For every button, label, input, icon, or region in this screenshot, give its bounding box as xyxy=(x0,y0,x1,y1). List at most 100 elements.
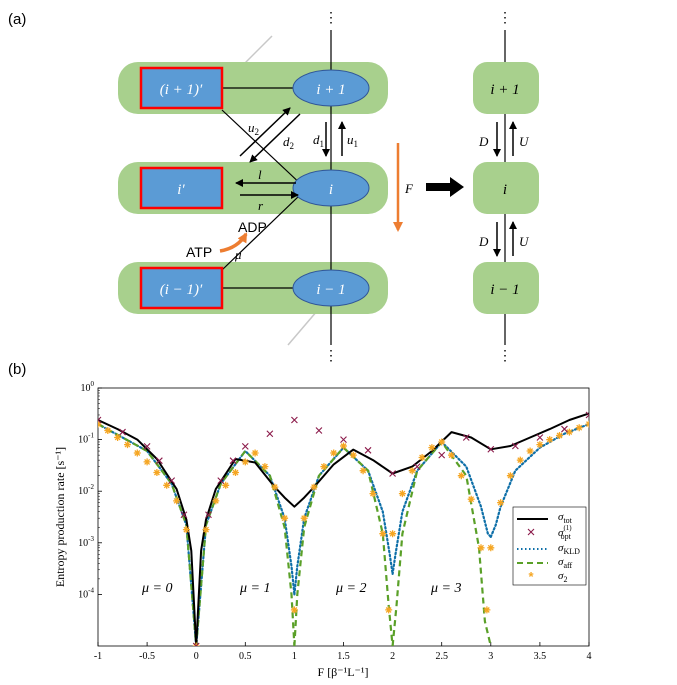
adp-label: ADP xyxy=(238,219,267,235)
x-tick-label: 0 xyxy=(194,651,199,662)
svg-text:σ2: σ2 xyxy=(558,570,567,584)
state-label-bottom: (i − 1)′ xyxy=(160,282,203,298)
sigma2-marker xyxy=(349,451,357,459)
opt-marker xyxy=(98,416,102,424)
opt-marker xyxy=(241,442,249,450)
r-label: r xyxy=(258,198,264,213)
site-ellipse-bottom xyxy=(292,269,370,307)
sigma2-marker xyxy=(182,526,190,534)
svg-text:σaff: σaff xyxy=(558,556,573,570)
d1-label: d1 xyxy=(313,132,324,149)
x-tick-label: 3.5 xyxy=(534,651,547,662)
series-dotted-segment-0 xyxy=(98,423,198,646)
sigma2-marker xyxy=(477,544,485,552)
opt-marker xyxy=(229,457,237,465)
sigma2-marker xyxy=(457,472,465,480)
sigma2-marker xyxy=(143,458,151,466)
force-label: F xyxy=(404,181,414,196)
opt-marker xyxy=(561,425,568,433)
y-tick-label: 100 xyxy=(81,380,95,394)
sigma2-marker xyxy=(467,495,475,503)
coarse-U-label-upper: U xyxy=(519,134,530,149)
site-ellipse-middle xyxy=(292,169,370,207)
x-tick-label: 1 xyxy=(292,651,297,662)
sigma2-marker xyxy=(487,544,495,552)
d2-arrow xyxy=(249,113,301,163)
sigma2-marker xyxy=(565,428,573,436)
mu-label-2: μ = 2 xyxy=(335,581,366,596)
x-tick-label: 0.5 xyxy=(239,651,252,662)
opt-marker xyxy=(205,511,212,519)
atp-label: ATP xyxy=(186,244,212,260)
sigma2-marker xyxy=(418,454,426,461)
panel-a-label: (a) xyxy=(8,11,26,28)
coarse-D-label-lower: D xyxy=(478,234,489,249)
coarse-site-top xyxy=(473,62,539,114)
site-label-top: i + 1 xyxy=(316,82,345,98)
opt-marker xyxy=(168,477,176,485)
l-label: l xyxy=(258,167,262,182)
mu-rate-label: μ xyxy=(234,247,242,262)
y-tick-label: 10-1 xyxy=(78,432,94,446)
x-tick-label: 2 xyxy=(390,651,395,662)
site-label-middle: i xyxy=(329,182,333,198)
sigma2-marker xyxy=(290,606,298,614)
opt-marker xyxy=(315,427,323,434)
sigma2-marker xyxy=(428,444,436,452)
state-label-top: (i + 1)′ xyxy=(160,82,203,98)
coarse-site-label-bottom: i − 1 xyxy=(490,282,519,298)
sigma2-marker xyxy=(483,606,491,614)
y-tick-label: 10-3 xyxy=(78,535,94,549)
coarse-U-label-lower: U xyxy=(519,234,530,249)
coarse-site-middle xyxy=(473,162,539,214)
sigma2-marker xyxy=(320,463,328,471)
x-tick-label: -0.5 xyxy=(139,651,155,662)
y-axis-label: Entropy production rate [s⁻¹] xyxy=(53,447,67,587)
sigma2-marker xyxy=(369,490,377,498)
coarse-site-bottom xyxy=(473,262,539,314)
opt-marker xyxy=(119,428,126,436)
state-box-bottom xyxy=(139,266,224,310)
series-dotted-segment-4 xyxy=(489,423,589,538)
coarse-ellipsis-bottom: ⋮ xyxy=(498,347,512,363)
legend-item-opt: σ(1)opt xyxy=(527,524,572,541)
sigma2-marker xyxy=(448,451,455,459)
series-dotted-segment-2 xyxy=(293,446,394,596)
sigma2-marker xyxy=(575,424,583,432)
coarse-site-label-top: i + 1 xyxy=(490,82,519,98)
diagonal-bottom xyxy=(221,194,301,271)
u1-label: u1 xyxy=(347,132,358,149)
coarse-D-label-upper: D xyxy=(478,134,489,149)
coarse-grain-arrow xyxy=(426,177,464,197)
sigma2-marker xyxy=(124,441,131,449)
opt-marker xyxy=(266,430,274,438)
d2-label: d2 xyxy=(283,134,294,151)
sigma2-marker xyxy=(385,606,393,614)
legend-item-tot: σtot xyxy=(517,511,573,525)
ellipsis-top: ⋮ xyxy=(324,9,338,25)
chart-series xyxy=(98,411,589,646)
sigma2-marker xyxy=(212,497,220,505)
sigma2-marker xyxy=(133,449,141,457)
x-tick-label: 2.5 xyxy=(435,651,448,662)
x-tick-label: -1 xyxy=(94,651,102,662)
site-label-bottom: i − 1 xyxy=(316,282,345,298)
sigma2-marker xyxy=(173,497,181,505)
series-dashed-segment-1 xyxy=(195,449,296,646)
chart-legend: σtot σ(1)opt σKLD σaff * σ2 xyxy=(512,506,587,586)
opt-marker xyxy=(536,434,544,441)
opt-marker xyxy=(487,445,495,453)
series-dashed-segment-2 xyxy=(293,446,394,646)
state-box-top xyxy=(139,66,224,110)
sigma2-marker xyxy=(163,481,171,489)
sigma2-marker xyxy=(516,456,524,464)
sigma2-marker xyxy=(202,526,210,534)
opt-marker xyxy=(364,446,372,454)
x-tick-label: 3 xyxy=(488,651,493,662)
sigma2-marker xyxy=(300,514,308,522)
series-solid-segment-0 xyxy=(98,419,198,646)
